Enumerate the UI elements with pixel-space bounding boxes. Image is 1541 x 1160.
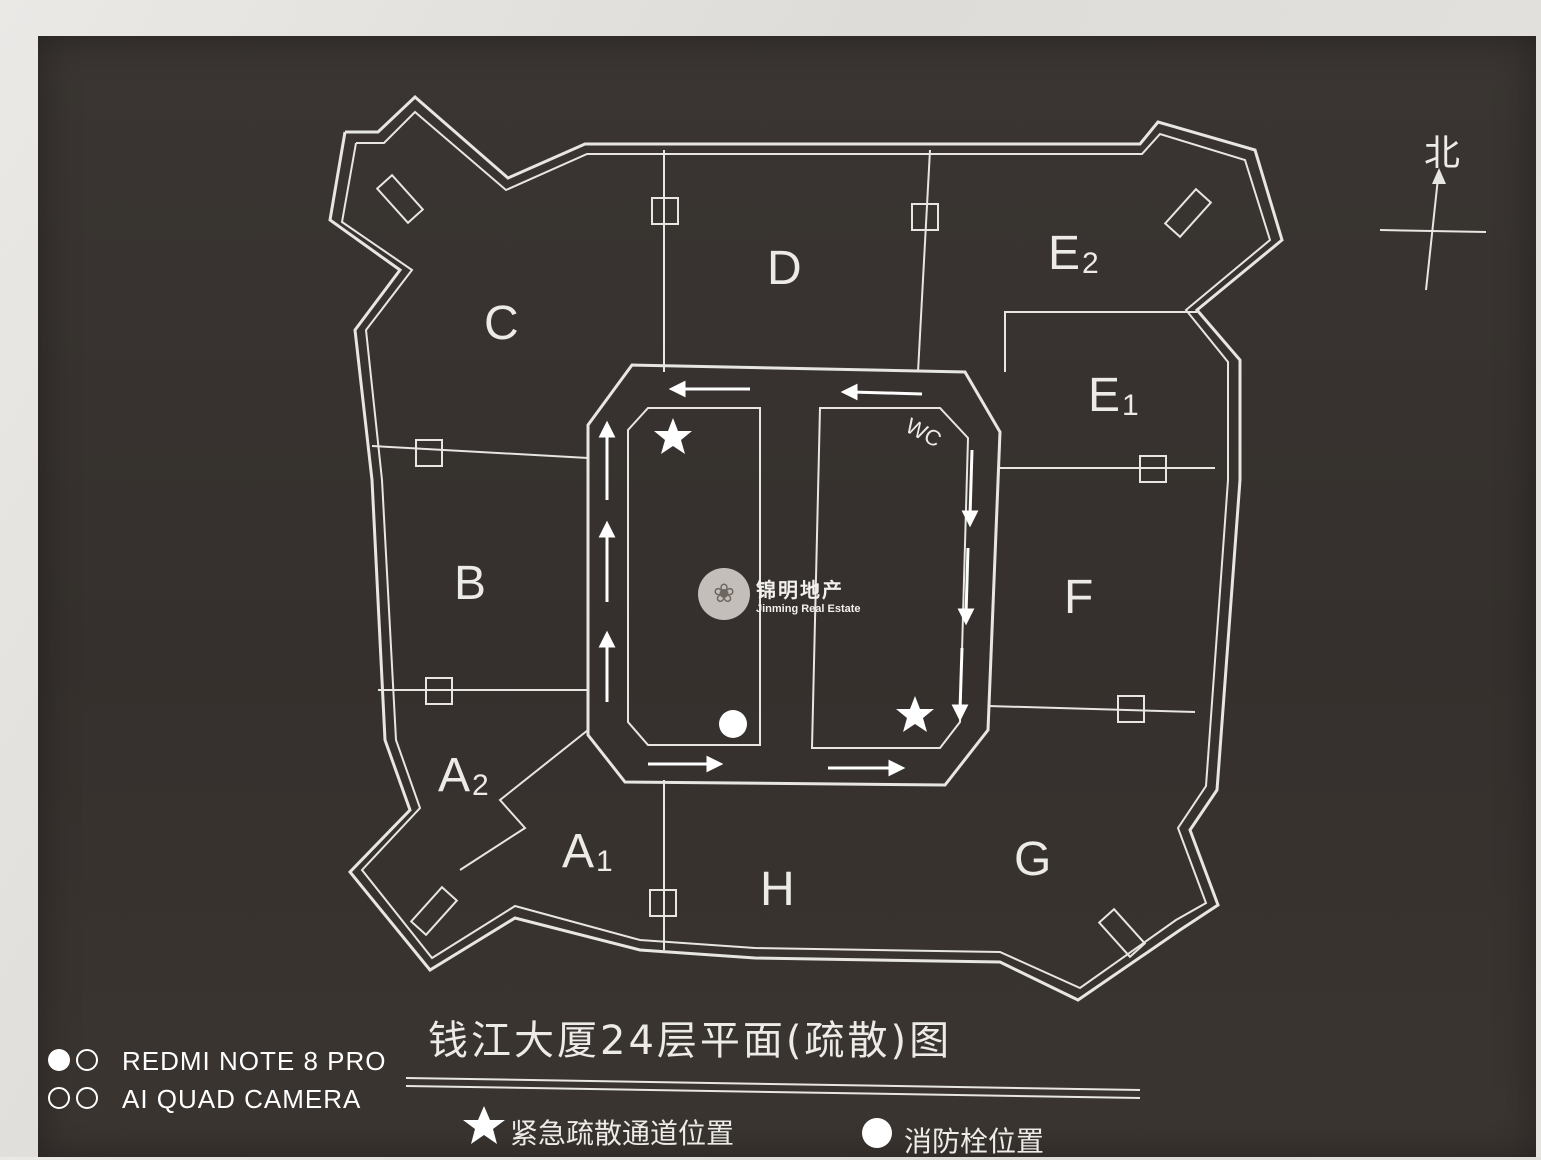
camera-watermark-2: AI QUAD CAMERA: [48, 1084, 361, 1115]
room-label-A2: A2: [438, 749, 489, 802]
star-icon: [654, 418, 692, 454]
plan-title: 钱江大厦24层平面(疏散)图: [428, 1018, 953, 1064]
room-label-A1: A1: [562, 825, 613, 878]
logo-name-cn: 锦明地产: [756, 577, 844, 602]
legend-exit-label: 紧急疏散通道位置: [510, 1117, 735, 1150]
core-corridor: [586, 363, 1002, 787]
watermark-line2: AI QUAD CAMERA: [122, 1084, 362, 1114]
north-label: 北: [1424, 133, 1461, 174]
camera-rings-icon: [48, 1086, 104, 1113]
star-icon: [463, 1106, 505, 1144]
legend-exit: 紧急疏散通道位置: [510, 1112, 734, 1152]
compass-icon: [1379, 168, 1487, 291]
circle-icon: [862, 1118, 892, 1148]
watermark-line1: REDMI NOTE 8 PRO: [122, 1046, 387, 1076]
circle-icon: [719, 710, 747, 738]
legend-hydrant: 消防栓位置: [904, 1120, 1044, 1160]
room-label-E2: E2: [1048, 227, 1099, 280]
camera-watermark: REDMI NOTE 8 PRO: [48, 1046, 386, 1077]
room-label-C: C: [484, 297, 519, 350]
room-label-D: D: [767, 242, 802, 295]
logo-mark-icon: ❀: [698, 568, 750, 620]
building-outline: [328, 94, 1284, 1002]
room-label-F: F: [1064, 571, 1094, 624]
room-label-B: B: [454, 557, 487, 610]
company-logo: ❀ 锦明地产 Jinming Real Estate: [698, 568, 861, 620]
evacuation-arrows: [598, 380, 979, 777]
floor-plan-plaque: [38, 36, 1536, 1157]
room-dividers: [371, 149, 1215, 959]
logo-name-en: Jinming Real Estate: [756, 602, 861, 615]
room-label-H: H: [760, 863, 795, 916]
room-label-G: G: [1014, 833, 1052, 886]
room-label-E1: E1: [1088, 369, 1139, 422]
star-icon: [896, 696, 934, 732]
camera-dots-icon: [48, 1048, 104, 1075]
legend-hydrant-label: 消防栓位置: [904, 1125, 1045, 1158]
